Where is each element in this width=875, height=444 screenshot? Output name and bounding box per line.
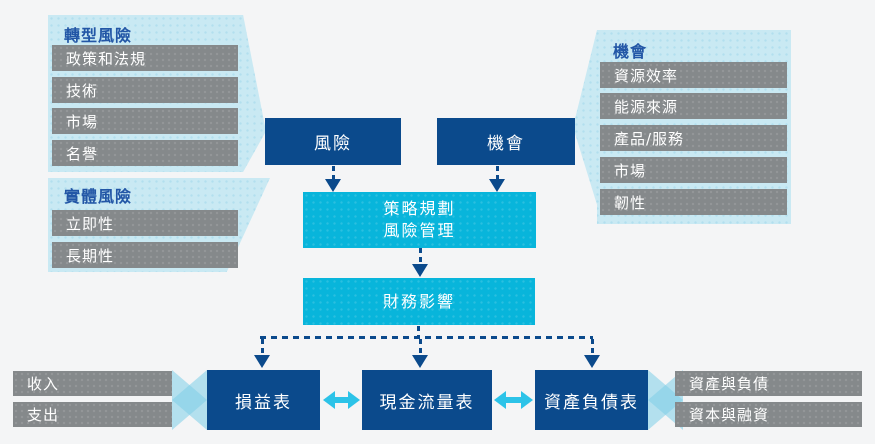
transition-risk-item-policy: 政策和法規 bbox=[52, 45, 238, 71]
arrow-to-cash-flow bbox=[412, 339, 428, 368]
revenue-bar: 收入 bbox=[13, 371, 172, 396]
transition-risk-title: 轉型風險 bbox=[64, 26, 133, 45]
financial-impact-box: 財務影響 bbox=[303, 278, 535, 325]
double-arrow-cashflow-balance bbox=[494, 391, 533, 409]
double-arrow-income-cashflow bbox=[323, 391, 360, 409]
arrow-risk-to-strategy bbox=[325, 166, 341, 192]
income-statement-box: 損益表 bbox=[207, 370, 320, 430]
arrow-to-balance-sheet bbox=[584, 339, 600, 368]
arrow-head bbox=[489, 179, 505, 192]
arrow-head-left bbox=[323, 391, 335, 409]
arrow-head bbox=[584, 355, 600, 368]
arrow-head bbox=[412, 264, 428, 277]
opportunity-title: 機會 bbox=[613, 42, 648, 61]
arrow-head bbox=[325, 179, 341, 192]
opportunity-item-energy-source: 能源來源 bbox=[600, 93, 787, 119]
opportunity-item-market: 市場 bbox=[600, 157, 787, 183]
assets-liabilities-bar: 資產與負債 bbox=[675, 371, 862, 396]
strategy-line2: 風險管理 bbox=[383, 221, 456, 240]
opportunity-item-products-services: 產品/服務 bbox=[600, 125, 787, 151]
arrow-dash bbox=[331, 166, 335, 179]
arrow-head-right bbox=[521, 391, 533, 409]
arrow-head bbox=[254, 355, 270, 368]
opportunity-item-resilience: 韌性 bbox=[600, 189, 787, 215]
dashed-connector-line bbox=[260, 336, 593, 339]
left-connector-wedge bbox=[172, 370, 207, 430]
risk-box: 風險 bbox=[265, 118, 401, 165]
transition-risk-item-technology: 技術 bbox=[52, 77, 238, 103]
physical-risk-title: 實體風險 bbox=[64, 187, 133, 206]
physical-risk-item-chronic: 長期性 bbox=[52, 242, 238, 268]
cash-flow-statement-box: 現金流量表 bbox=[362, 370, 492, 430]
arrow-to-income-statement bbox=[254, 339, 270, 368]
expenditure-bar: 支出 bbox=[13, 402, 172, 427]
arrow-dash bbox=[495, 166, 499, 179]
strategy-risk-management-box: 策略規劃 風險管理 bbox=[303, 192, 536, 248]
arrow-head bbox=[412, 355, 428, 368]
arrow-dash bbox=[590, 339, 594, 355]
arrow-bar bbox=[506, 397, 521, 403]
arrow-dash bbox=[260, 339, 264, 355]
transition-risk-item-market: 市場 bbox=[52, 108, 238, 134]
arrow-head-right bbox=[348, 391, 360, 409]
arrow-dash bbox=[418, 339, 422, 355]
opportunity-item-resource-efficiency: 資源效率 bbox=[600, 62, 787, 88]
physical-risk-item-acute: 立即性 bbox=[52, 210, 238, 236]
arrow-strategy-to-financial bbox=[412, 248, 428, 277]
balance-sheet-box: 資產負債表 bbox=[535, 370, 648, 430]
opportunity-box: 機會 bbox=[437, 118, 575, 165]
dashed-stub-financial bbox=[417, 326, 420, 337]
arrow-bar bbox=[335, 397, 348, 403]
financial-impact-label: 財務影響 bbox=[382, 291, 455, 311]
arrow-head-left bbox=[494, 391, 506, 409]
strategy-line1: 策略規劃 bbox=[383, 199, 456, 218]
arrow-dash bbox=[418, 248, 422, 264]
capital-financing-bar: 資本與融資 bbox=[675, 402, 862, 427]
arrow-opportunity-to-strategy bbox=[489, 166, 505, 192]
transition-risk-item-reputation: 名譽 bbox=[52, 140, 238, 166]
